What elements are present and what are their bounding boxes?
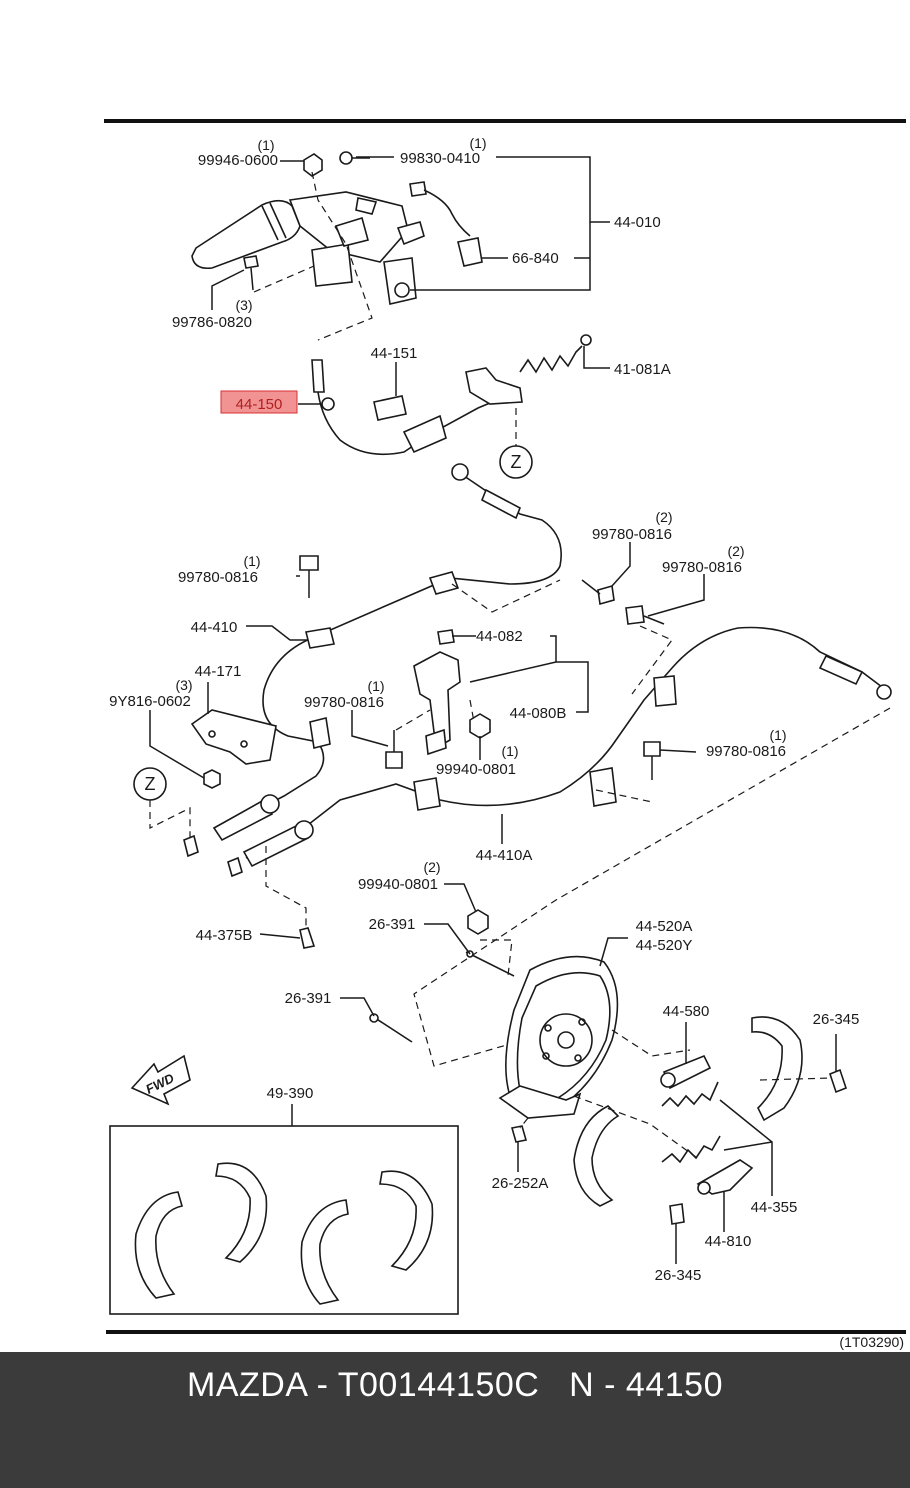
label-44-410a: 44-410A	[476, 847, 533, 864]
fwd-arrow: FWD	[130, 1054, 191, 1106]
nut-99946-0600	[303, 153, 323, 177]
label-26-345-a: 26-345	[813, 1011, 860, 1028]
shoe-right-upper	[751, 1016, 803, 1122]
part-labels: (1) 99946-0600 (1) 99830-0410 44-010 66-…	[109, 135, 904, 1350]
clip-44-375b	[299, 927, 316, 949]
label-44-010: 44-010	[614, 214, 661, 231]
spring-44-355	[661, 1081, 721, 1164]
label-44-580: 44-580	[663, 1003, 710, 1020]
shoe-kit-shoes	[134, 1162, 434, 1305]
detail-marker-z-left: Z	[133, 767, 167, 801]
label-99940-b-qty: (2)	[423, 859, 440, 875]
label-99780-0816-c: 99780-0816	[178, 569, 258, 586]
svg-text:Z: Z	[145, 774, 156, 794]
label-44-080b: 44-080B	[510, 705, 567, 722]
label-99786-qty: (3)	[235, 297, 252, 313]
highlight-44-150	[220, 390, 298, 414]
label-26-345-b: 26-345	[655, 1267, 702, 1284]
label-99780-0816-e: 99780-0816	[706, 743, 786, 760]
rear-cable-44-410	[183, 463, 562, 858]
label-99780-e-qty: (1)	[769, 727, 786, 743]
label-99946-qty: (1)	[257, 137, 274, 153]
label-99780-d-qty: (1)	[367, 678, 384, 694]
bolt-99786-0820	[243, 255, 259, 291]
label-44-375b: 44-375B	[196, 927, 253, 944]
label-44-410: 44-410	[191, 619, 238, 636]
label-44-171: 44-171	[195, 663, 242, 680]
label-41-081a: 41-081A	[614, 361, 671, 378]
label-9y816-0602: 9Y816-0602	[109, 693, 191, 710]
label-44-150: 44-150	[236, 396, 283, 413]
spring-cup-26-252a	[510, 1125, 528, 1143]
label-99780-0816-d: 99780-0816	[304, 694, 384, 711]
label-99780-c-qty: (1)	[243, 553, 260, 569]
shoe-left-lower	[573, 1105, 620, 1207]
label-99940-a-qty: (1)	[501, 743, 518, 759]
bolt-99780-0816-right-1	[581, 579, 615, 606]
screw-99830-0410	[339, 151, 370, 165]
spring-41-081a	[519, 334, 592, 374]
bolt-26-391-lower	[369, 1013, 413, 1043]
nut-9y816-0602	[203, 769, 221, 789]
bracket-44-080b	[413, 629, 461, 756]
nut-99940-0801-upper	[469, 713, 491, 739]
label-99830-qty: (1)	[469, 135, 486, 151]
label-99830-0410: 99830-0410	[400, 150, 480, 167]
lever-44-810	[696, 1159, 754, 1195]
label-26-252a: 26-252A	[492, 1175, 549, 1192]
front-cable-44-150	[311, 359, 523, 456]
leader-lines	[149, 156, 837, 1264]
label-99780-0816-a: 99780-0816	[592, 526, 672, 543]
pin-26-345-right	[829, 1068, 847, 1094]
switch-66-840	[409, 181, 483, 267]
label-99780-0816-b: 99780-0816	[662, 559, 742, 576]
label-9y816-qty: (3)	[175, 677, 192, 693]
label-99940-0801-b: 99940-0801	[358, 876, 438, 893]
wheel-cylinder-44-580	[660, 1054, 712, 1090]
bolt-99780-0816-mid	[385, 730, 403, 769]
bracket-44-171	[190, 709, 277, 765]
label-44-810: 44-810	[705, 1233, 752, 1250]
label-99780-b-qty: (2)	[727, 543, 744, 559]
svg-text:Z: Z	[511, 452, 522, 472]
backing-plate-44-520a	[498, 955, 619, 1119]
label-44-520y: 44-520Y	[636, 937, 693, 954]
bolt-99780-0816-lower	[643, 741, 661, 780]
bolt-99780-0816-upper	[299, 555, 319, 598]
parking-brake-parts-diagram: Z	[104, 119, 906, 1350]
label-44-151: 44-151	[371, 345, 418, 362]
detail-marker-z-top: Z	[499, 445, 533, 479]
part-caption: MAZDA - T00144150C N - 44150	[187, 1366, 723, 1404]
pin-26-345-bottom	[669, 1203, 685, 1225]
label-44-520a: 44-520A	[636, 918, 693, 935]
ref-code: (1T03290)	[839, 1334, 904, 1350]
label-99946-0600: 99946-0600	[198, 152, 278, 169]
label-26-391-a: 26-391	[369, 916, 416, 933]
label-49-390: 49-390	[267, 1085, 314, 1102]
label-99940-0801-a: 99940-0801	[436, 761, 516, 778]
bolt-26-391-upper	[465, 950, 515, 977]
caption-bar: MAZDA - T00144150C N - 44150	[0, 1352, 910, 1488]
shoe-kit-49-390-box	[109, 1125, 459, 1315]
label-26-391-b: 26-391	[285, 990, 332, 1007]
label-44-082: 44-082	[476, 628, 523, 645]
rear-cable-44-410a	[227, 626, 892, 878]
nut-99940-0801-lower	[467, 909, 489, 935]
label-66-840: 66-840	[512, 250, 559, 267]
label-99786-0820: 99786-0820	[172, 314, 252, 331]
clip-44-151	[373, 395, 407, 421]
bolt-99780-0816-right-2	[625, 605, 665, 625]
label-44-355: 44-355	[751, 1199, 798, 1216]
label-99780-a-qty: (2)	[655, 509, 672, 525]
brake-lever-assembly	[191, 191, 425, 305]
